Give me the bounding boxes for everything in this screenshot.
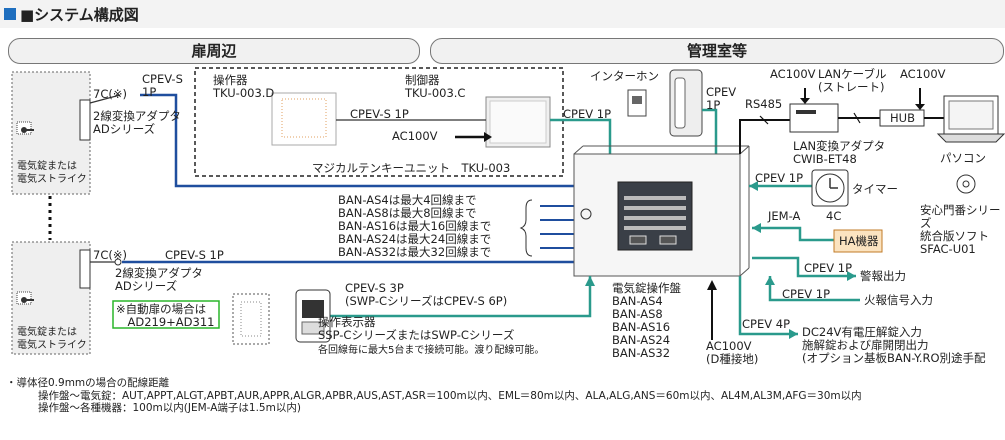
wire-cpev-1p-alarm-label: CPEV 1P — [804, 261, 853, 275]
lock2-label: 電気錠または 電気ストライク — [17, 327, 87, 351]
lan-adapter-device — [789, 103, 839, 133]
operation-display-device — [295, 289, 331, 343]
ban-limit-32: BAN-AS32は最大32回線まで — [338, 245, 492, 259]
page-title: ■システム構成図 — [20, 6, 139, 24]
keypad-unit-label: マジカルテンキーユニット TKU-003 — [312, 161, 511, 175]
auto-door-device — [232, 293, 270, 345]
wire-cpev-s-1p-mid-label: CPEV-S 1P — [350, 107, 409, 121]
wire-ac100v-top2-label: AC100V — [900, 67, 946, 81]
system-diagram — [11, 67, 1005, 355]
wire-cpev-1p-timer-label: CPEV 1P — [755, 171, 804, 185]
op-panel-label: 操作表示器 SSP-CシリーズまたはSWP-Cシリーズ — [318, 315, 515, 342]
disc-icon — [956, 174, 976, 194]
ban-limit-16: BAN-AS16は最大16回線まで — [338, 219, 492, 233]
intercom-label: インターホン — [590, 69, 659, 83]
software-label: 安心門番シリーズ 統合版ソフト SFAC-U01 — [920, 203, 1001, 256]
wire-ac100v-top1-label: AC100V — [770, 67, 816, 81]
notes-line1: 操作盤～電気錠：AUT,APPT,ALGT,APBT,AUR,APPR,ALGR… — [38, 390, 862, 402]
wire-cpev-4p-label: CPEV 4P — [742, 317, 791, 331]
wire-cpev-1p-ctrl-label: CPEV 1P — [563, 107, 612, 121]
operation-panel-device — [573, 145, 750, 277]
auto-door-note-box — [112, 300, 220, 329]
wire-rs485-label: RS485 — [745, 97, 783, 111]
notes-line2: 操作盤～各種機器：100m以内(JEM-A端子は1.5m以内) — [38, 402, 301, 414]
panel-label: 電気錠操作盤 BAN-AS4 BAN-AS8 BAN-AS16 BAN-AS24… — [612, 281, 681, 360]
header-door-side: 扉周辺 — [8, 38, 420, 64]
wire-cpev-s-1p-a-label: CPEV-S 1P — [142, 72, 183, 99]
timer-model-label: 4C — [826, 209, 842, 223]
wire-jem-a-label: JEM-A — [768, 209, 801, 223]
ha-label: HA機器 — [839, 234, 879, 248]
lock-key-icon — [16, 121, 34, 135]
controller-device — [485, 96, 551, 148]
lock-key-icon — [16, 291, 34, 305]
wire-cpev-1p-fire-label: CPEV 1P — [782, 287, 831, 301]
title-square-icon — [4, 8, 16, 20]
lan-adapter-label: LAN変換アダプタ CWIB-ET48 — [793, 139, 886, 166]
keypad-label: 操作器 TKU-003.D — [213, 73, 275, 100]
adapter1-label: 2線変換アダプタ ADシリーズ — [93, 109, 181, 136]
auto-door-note: ※自動扉の場合は AD219+AD311 — [116, 302, 215, 329]
controller-label: 制御器 TKU-003.C — [405, 73, 466, 100]
lock1-label: 電気錠または 電気ストライク — [17, 161, 87, 185]
wire-cpev-s-1p-b-label: CPEV-S 1P — [165, 248, 224, 262]
intercom-icon — [627, 69, 703, 137]
notes-head: ・導体径0.9mmの場合の配線距離 — [6, 377, 170, 389]
timer-label: タイマー — [852, 182, 898, 196]
header-control-room: 管理室等 — [430, 38, 1004, 64]
wire-ac100v-mid-label: AC100V — [392, 129, 438, 143]
adapter2-label: 2線変換アダプタ ADシリーズ — [115, 266, 203, 293]
wire-7c-2-label: 7C(※) — [93, 248, 127, 262]
keypad-device — [271, 92, 337, 146]
wire-7c-1-label: 7C(※) — [93, 87, 127, 101]
hub-label: HUB — [890, 111, 915, 125]
pc-label: パソコン — [940, 151, 986, 165]
ban-limit-4: BAN-AS4は最大4回線まで — [338, 193, 477, 207]
wire-cpev-s-3p-label: CPEV-S 3P (SWP-CシリーズはCPEV-S 6P) — [345, 281, 508, 308]
alarm-out-label: 警報出力 — [860, 269, 906, 283]
ac-ground-label: AC100V (D種接地) — [706, 339, 759, 366]
ban-limit-8: BAN-AS8は最大8回線まで — [338, 206, 477, 220]
op-panel-note: 各回線毎に最大5台まで接続可能。渡り配線可能。 — [318, 345, 545, 356]
wire-lan-cable-label: LANケーブル (ストレート) — [818, 67, 887, 94]
ha-device-box — [833, 229, 883, 253]
wire-cpev-1p-intercom-label: CPEV 1P — [706, 85, 737, 112]
fire-in-label: 火報信号入力 — [864, 293, 933, 307]
timer-icon — [811, 169, 849, 207]
dc24v-label: DC24V有電圧解錠入力 施解錠および扉開閉出力 (オプション基板BAN-Y.R… — [802, 325, 986, 365]
title-bar — [0, 0, 1005, 28]
pc-icon — [936, 95, 1005, 143]
ban-limit-24: BAN-AS24は最大24回線まで — [338, 232, 492, 246]
